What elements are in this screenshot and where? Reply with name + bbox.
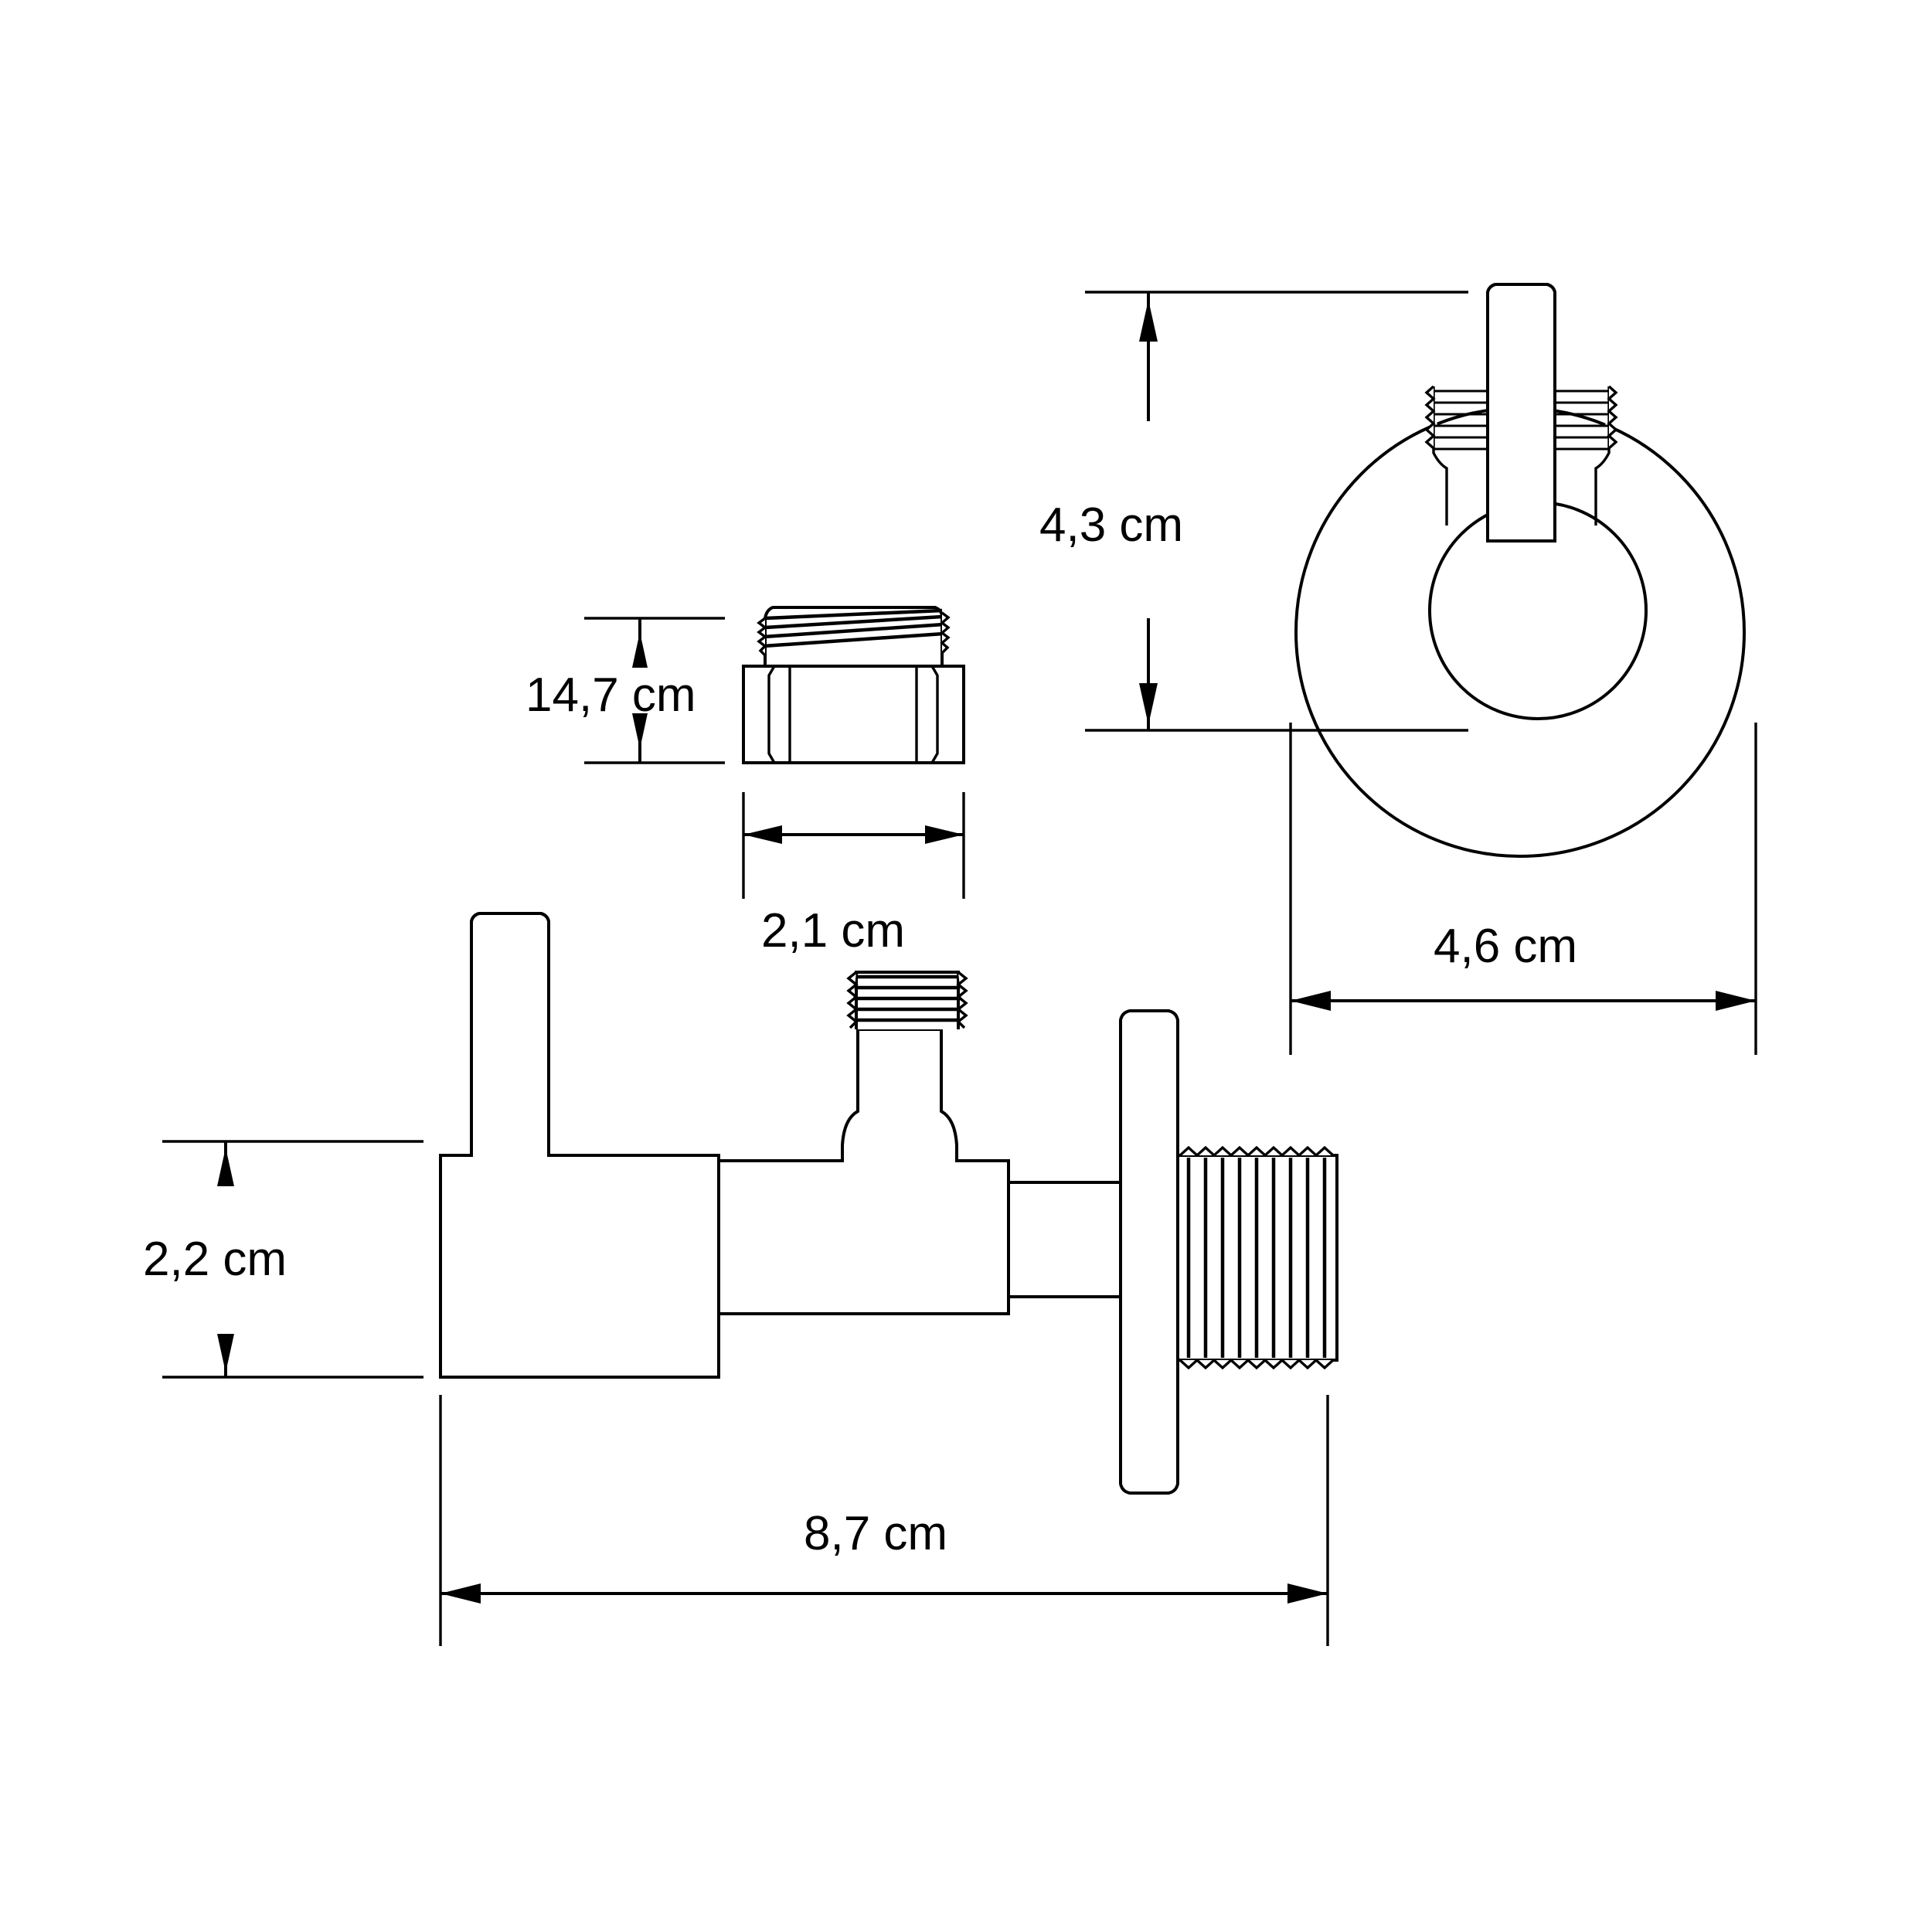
nut-width-arrow-left [743,825,782,844]
valve-inlet-thread-crest-top [1179,1145,1335,1158]
valve-side-view: 2,2 cm 8,7 cm [143,912,1338,1646]
valve-inlet-thread-crest-bottom [1179,1358,1335,1370]
dim-label-overall-length: 8,7 cm [804,1507,947,1560]
flange-height-arrow-top [1139,300,1158,342]
valve-flange-plate [1119,1009,1179,1495]
flange-height-arrow-bottom [1139,683,1158,725]
flange-vertical-stem [1486,283,1556,543]
nut-collar-body [764,606,944,666]
nut-thread-ridge-2 [764,614,943,630]
flange-thread-left [1424,385,1488,526]
nut-facet-left [767,665,776,764]
overall-len-arrow-left [440,1583,481,1604]
valve-neck-section [1007,1181,1122,1298]
dimension-nut-width: 2,1 cm [742,792,965,957]
dimension-body-height: 2,2 cm [143,1140,423,1379]
flange-front-view: 4,3 cm 4,6 cm [1039,283,1757,1055]
dimension-nut-height: 14,7 cm [526,617,725,764]
nut-thread-right-notches [940,611,951,655]
valve-centre-thread [846,971,968,1029]
flange-thread-right-notches [1607,385,1618,450]
nut-width-arrow-right [925,825,964,844]
flange-thread-right-body [1594,386,1611,526]
valve-c-thread-left-notches [846,971,859,1029]
body-height-arrow-bottom [217,1334,234,1372]
nut-thread-left-notches [757,617,767,657]
nut-body-rect [742,665,965,764]
nut-thread-ridge-4 [763,631,944,648]
valve-centre-outlet-boss [717,1028,1010,1315]
nut-hex-body [742,665,965,764]
dim-label-flange-diameter: 4,6 cm [1434,920,1577,973]
body-height-arrow-top [217,1148,234,1186]
dimension-flange-diameter: 4,6 cm [1289,723,1757,1055]
nut-height-arrow-top [632,632,648,668]
nut-facet-right [930,665,939,764]
flange-thread-left-notches [1424,385,1436,450]
flange-dia-arrow-left [1291,991,1331,1011]
dimension-flange-height: 4,3 cm [1039,291,1468,732]
valve-c-thread-right-notches [956,971,968,1029]
nut-height-arrow-bottom [632,713,648,749]
dim-label-nut-width: 2,1 cm [761,904,905,957]
flange-thread-right [1555,385,1618,526]
dim-label-body-height: 2,2 cm [143,1233,287,1286]
overall-len-arrow-right [1287,1583,1328,1604]
valve-inlet-thread [1176,1145,1338,1370]
nut-thread-collar [757,606,951,666]
hex-nut-detail-view: 14,7 cm 2,1 cm [526,606,965,957]
dimension-overall-length: 8,7 cm [439,1395,1329,1646]
dim-label-nut-height: 14,7 cm [526,668,696,722]
flange-thread-left-body [1432,386,1448,526]
nut-thread-ridge-3 [763,622,944,639]
dim-label-flange-height: 4,3 cm [1039,498,1183,552]
valve-body-left-block [439,912,720,1379]
flange-dia-arrow-right [1716,991,1756,1011]
nut-thread-ridge-1 [764,608,943,621]
